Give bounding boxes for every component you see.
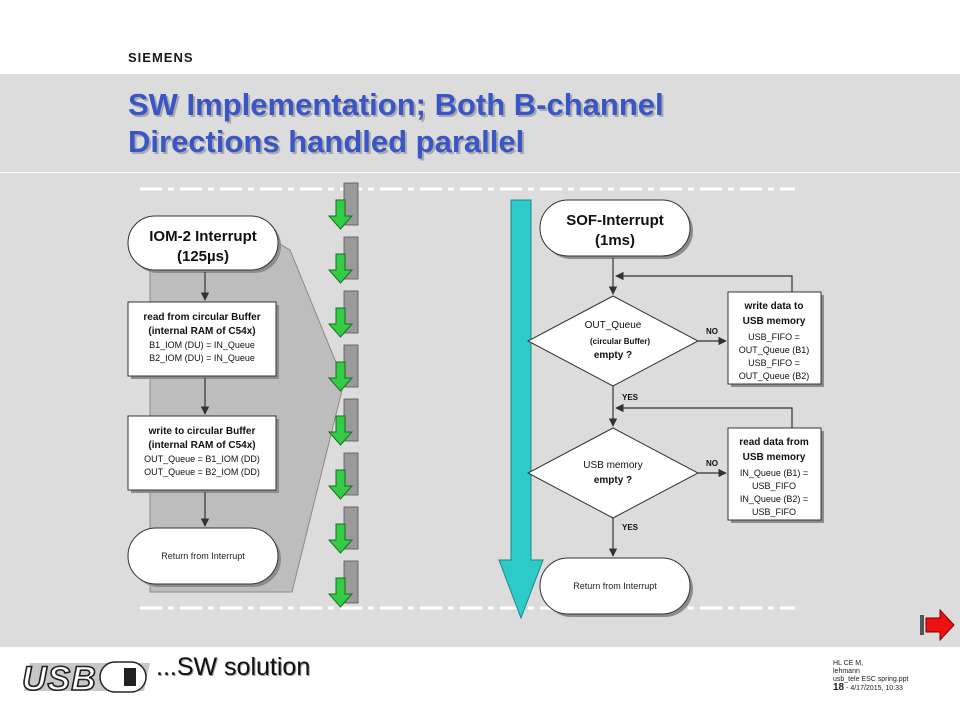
write-usb-line-6: OUT_Queue (B2) [739, 371, 810, 381]
usb-memory-line-2: empty ? [594, 475, 632, 486]
next-arrow-icon[interactable] [920, 608, 955, 642]
meta-line-3: usb_tele ESC spring.ppt [833, 676, 909, 683]
right-return-end [539, 557, 691, 615]
slide-meta: HL CE M, lehmann usb_tele ESC spring.ppt… [833, 660, 909, 693]
read-buffer-line-4: B2_IOM (DU) = IN_Queue [149, 353, 255, 363]
brand-logo: SIEMENS [128, 50, 194, 65]
loop-back-line [615, 271, 793, 292]
meta-page-line: 18 - 4/17/2015, 10:33 [833, 682, 909, 693]
read-buffer-line-1: read from circular Buffer [143, 312, 260, 323]
left-return-label: Return from Interrupt [161, 551, 245, 561]
iom-interrupt-label: IOM-2 Interrupt [149, 228, 257, 245]
sof-interrupt-start [539, 199, 691, 257]
out-queue-line-3: empty ? [594, 350, 632, 361]
write-usb-line-4: OUT_Queue (B1) [739, 345, 810, 355]
usb-logo-text: USB [22, 660, 97, 698]
write-buffer-line-1: write to circular Buffer [148, 426, 256, 437]
title-band [0, 74, 960, 172]
out-queue-line-1: OUT_Queue [585, 320, 642, 331]
sof-interrupt-label: SOF-Interrupt [566, 212, 664, 229]
read-usb-line-5: IN_Queue (B2) = [740, 494, 808, 504]
read-buffer-line-2: (internal RAM of C54x) [148, 326, 255, 337]
interrupt-arrow [327, 469, 354, 500]
title-line-2: Directions handled parallel [128, 124, 525, 159]
interrupt-arrow [327, 577, 354, 608]
interrupt-arrow [327, 361, 354, 392]
write-usb-line-5: USB_FIFO = [748, 358, 800, 368]
read-usb-line-2: USB memory [743, 452, 806, 463]
interrupt-arrow [327, 307, 354, 338]
read-usb-line-1: read data from [739, 437, 809, 448]
usb-logo: USB [21, 659, 150, 699]
slide-date: - 4/17/2015, 10:33 [844, 685, 903, 692]
write-buffer-line-3: OUT_Queue = B1_IOM (DD) [144, 454, 260, 464]
write-usb-box [727, 291, 822, 385]
write-buffer-line-2: (internal RAM of C54x) [148, 440, 255, 451]
page-title: SW Implementation; Both B-channel Direct… [128, 86, 908, 160]
interrupt-arrow [327, 523, 354, 554]
write-usb-line-2: USB memory [743, 316, 806, 327]
read-buffer-line-3: B1_IOM (DU) = IN_Queue [149, 340, 255, 350]
write-buffer-box [127, 415, 277, 491]
footer-subtitle: ...SW solution [156, 653, 311, 681]
no-label: NO [706, 327, 718, 336]
yes-label: YES [622, 523, 639, 532]
usb-memory-decision [526, 427, 700, 519]
loop-back-line [615, 403, 793, 428]
read-usb-line-6: USB_FIFO [752, 507, 796, 517]
sof-period-arrow [498, 199, 544, 620]
interrupt-arrow [327, 199, 354, 230]
sof-interrupt-period: (1ms) [595, 232, 635, 249]
interrupt-arrow [327, 415, 354, 446]
read-usb-line-4: USB_FIFO [752, 481, 796, 491]
no-label: NO [706, 459, 718, 468]
write-usb-line-1: write data to [744, 301, 804, 312]
iom-interrupt-period: (125µs) [177, 248, 229, 265]
meta-line-1: HL CE M, [833, 660, 864, 667]
out-queue-line-2: (circular Buffer) [590, 337, 650, 346]
meta-line-2: lehmann [833, 668, 860, 675]
right-return-label: Return from Interrupt [573, 581, 657, 591]
read-buffer-box [127, 301, 277, 377]
interrupt-arrows [327, 199, 354, 608]
yes-label: YES [622, 393, 639, 402]
left-return-end [127, 527, 279, 585]
write-buffer-line-4: OUT_Queue = B2_IOM (DD) [144, 467, 260, 477]
iom-interrupt-start [127, 215, 279, 271]
write-usb-line-3: USB_FIFO = [748, 332, 800, 342]
page-number: 18 [833, 682, 845, 693]
interrupt-arrow [327, 253, 354, 284]
interrupt-slot-strip [343, 182, 359, 604]
usb-memory-line-1: USB memory [583, 460, 642, 471]
read-usb-box [727, 427, 822, 521]
title-line-1: SW Implementation; Both B-channel [128, 87, 664, 122]
read-usb-line-3: IN_Queue (B1) = [740, 468, 808, 478]
